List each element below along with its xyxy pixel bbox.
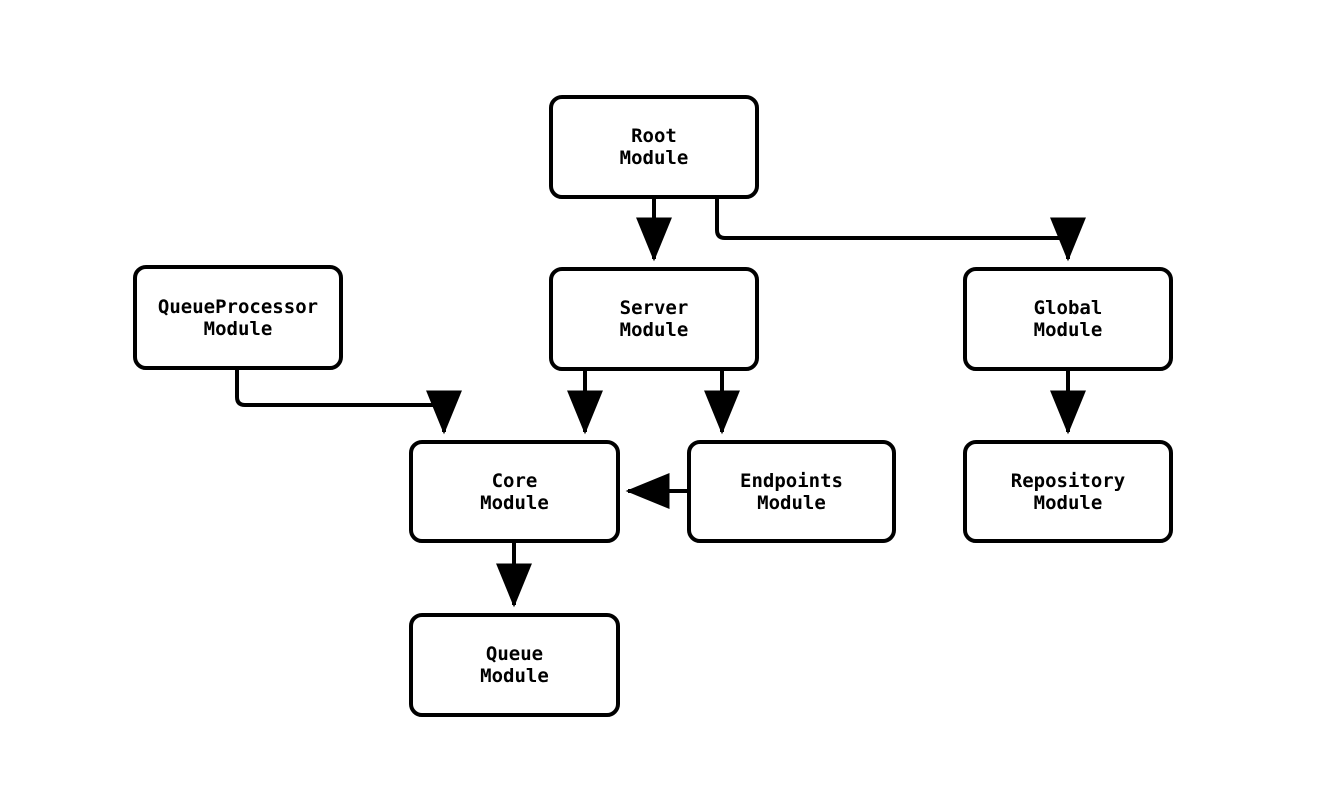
node-label-line1: Queue [485,643,544,665]
node-label-line2: Module [1033,319,1103,341]
node-label-line1: Global [1033,297,1103,319]
node-label-line1: Server [619,297,689,319]
node-label-line2: Module [480,665,549,687]
node-label-line2: Module [203,317,273,340]
edge-queueprocessor-to-core [235,370,462,435]
node-label-line1: QueueProcessor [157,295,319,318]
edges-group [235,199,1086,608]
node-label-line1: Core [491,469,538,492]
node-label-line2: Module [619,319,689,341]
node-label-line2: Module [1033,491,1103,514]
node-label-line1: Root [631,125,677,147]
node-label-line2: Module [619,147,689,169]
node-label-line2: Module [480,491,549,514]
node-label-line2: Module [757,491,826,514]
edge-root-to-global [715,199,1086,262]
node-label-line1: Endpoints [740,469,843,492]
node-label-line1: Repository [1010,469,1126,492]
